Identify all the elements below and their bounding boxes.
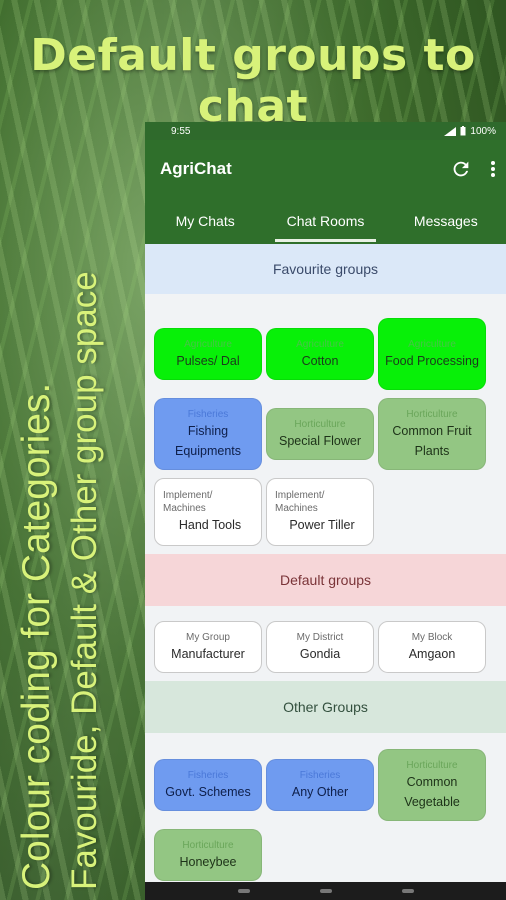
tab-my-chats[interactable]: My Chats <box>175 213 235 229</box>
chip-category: Agriculture <box>184 338 232 350</box>
status-time: 9:55 <box>171 125 191 137</box>
promo-side-caption: Colour coding for Categories. Favouride,… <box>12 130 132 890</box>
group-chip-govt-schemes[interactable]: Fisheries Govt. Schemes <box>154 759 262 811</box>
group-chip-cotton[interactable]: Agriculture Cotton <box>266 328 374 380</box>
chip-name: Common Vegetable <box>404 774 460 809</box>
chip-name: Common Fruit Plants <box>392 423 472 458</box>
group-chip-common-vegetable[interactable]: Horticulture Common Vegetable <box>378 749 486 821</box>
group-chip-food-processing[interactable]: Agriculture Food Processing <box>378 318 486 390</box>
side-caption-line2: Favouride, Default & Other group space <box>65 271 104 890</box>
other-groups-grid: Fisheries Govt. Schemes Fisheries Any Ot… <box>145 749 506 881</box>
chip-category: My District <box>296 631 344 643</box>
chip-category: Implement/ Machines <box>163 490 213 514</box>
refresh-icon[interactable] <box>450 158 472 180</box>
promo-headline: Default groups to chat <box>30 30 476 132</box>
chip-name: Power Tiller <box>289 518 355 532</box>
chip-category: Horticulture <box>406 759 458 771</box>
default-groups-header: Default groups <box>145 554 506 606</box>
status-icons: 100% <box>444 126 496 137</box>
signal-icon <box>444 126 457 136</box>
group-chip-common-fruit-plants[interactable]: Horticulture Common Fruit Plants <box>378 398 486 470</box>
group-chip-fishing-equipments[interactable]: Fisheries Fishing Equipments <box>154 398 262 470</box>
system-nav-bar <box>145 882 506 900</box>
side-caption-line1: Colour coding for Categories. <box>15 382 58 890</box>
group-chip-hand-tools[interactable]: Implement/ Machines Hand Tools <box>154 478 262 546</box>
chip-category: Fisheries <box>187 408 229 420</box>
chip-category: Horticulture <box>182 839 234 851</box>
chip-name: Hand Tools <box>178 518 242 532</box>
group-chip-manufacturer[interactable]: My Group Manufacturer <box>154 621 262 673</box>
chip-name: Food Processing <box>385 353 479 368</box>
chip-name: Cotton <box>301 353 339 368</box>
chip-name: Any Other <box>291 784 349 799</box>
group-chip-honeybee[interactable]: Horticulture Honeybee <box>154 829 262 881</box>
group-chip-special-flower[interactable]: Horticulture Special Flower <box>266 408 374 460</box>
group-chip-power-tiller[interactable]: Implement/ Machines Power Tiller <box>266 478 374 546</box>
favourite-groups-grid: Agriculture Pulses/ Dal Agriculture Cott… <box>145 318 506 546</box>
group-chip-amgaon[interactable]: My Block Amgaon <box>378 621 486 673</box>
tab-chat-rooms[interactable]: Chat Rooms <box>265 198 385 244</box>
chip-category: Agriculture <box>408 338 456 350</box>
chip-name: Fishing Equipments <box>174 423 241 458</box>
favourite-groups-header: Favourite groups <box>145 244 506 294</box>
group-chip-any-other[interactable]: Fisheries Any Other <box>266 759 374 811</box>
chip-category: My Block <box>411 631 453 643</box>
chip-name: Govt. Schemes <box>165 784 251 799</box>
chip-category: Fisheries <box>187 769 229 781</box>
chip-category: My Group <box>186 631 230 643</box>
nav-home-icon[interactable] <box>319 889 332 893</box>
tab-messages[interactable]: Messages <box>413 213 478 229</box>
chip-category: Agriculture <box>296 338 344 350</box>
chip-category: Implement/ Machines <box>275 490 325 514</box>
app-bar: AgriChat <box>145 140 506 198</box>
chip-name: Amgaon <box>408 646 456 661</box>
chip-name: Special Flower <box>279 433 361 448</box>
chip-name: Honeybee <box>179 854 237 869</box>
chip-name: Manufacturer <box>171 646 245 661</box>
default-groups-grid: My Group Manufacturer My District Gondia… <box>145 621 506 673</box>
chip-category: Fisheries <box>299 769 341 781</box>
chip-category: Horticulture <box>294 418 346 430</box>
more-vert-icon[interactable] <box>490 160 496 178</box>
chip-category: Horticulture <box>406 408 458 420</box>
nav-back-icon[interactable] <box>401 889 414 893</box>
app-title: AgriChat <box>160 159 232 178</box>
tab-bar: My Chats Chat Rooms Messages <box>145 198 506 244</box>
chip-name: Gondia <box>299 646 341 661</box>
phone-screen: 9:55 100% AgriChat My Chats Chat Rooms M… <box>145 122 506 900</box>
battery-icon <box>460 126 466 136</box>
other-groups-header: Other Groups <box>145 681 506 733</box>
group-chip-gondia[interactable]: My District Gondia <box>266 621 374 673</box>
group-chip-pulses[interactable]: Agriculture Pulses/ Dal <box>154 328 262 380</box>
nav-recent-icon[interactable] <box>237 889 250 893</box>
battery-level: 100% <box>470 125 496 137</box>
chip-name: Pulses/ Dal <box>176 353 240 368</box>
status-bar: 9:55 100% <box>145 122 506 140</box>
